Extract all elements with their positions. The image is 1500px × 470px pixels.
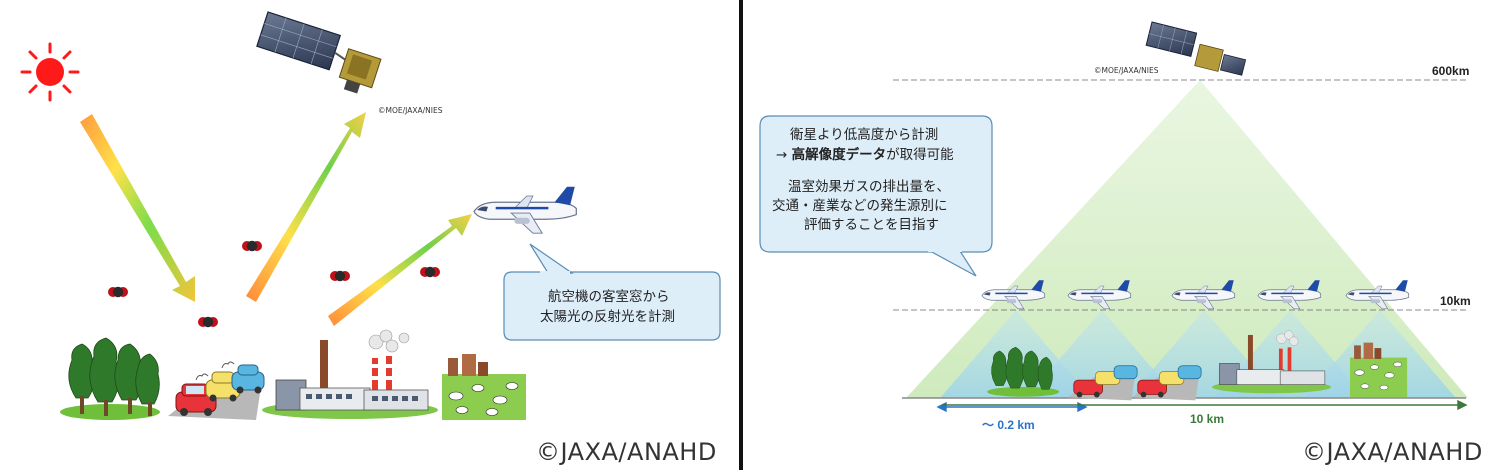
resolution-label: ～ 0.2 km bbox=[982, 418, 1035, 432]
forest-icon bbox=[987, 346, 1060, 397]
callout-right-line3: 温室効果ガスの排出量を、 bbox=[788, 179, 950, 195]
co2-molecule-icon bbox=[330, 270, 350, 282]
callout-right-line1: 衛星より低高度から計測 bbox=[790, 127, 939, 143]
farm-icon bbox=[1350, 342, 1408, 398]
reflected-arrow-aircraft-icon bbox=[328, 214, 472, 326]
factory-icon bbox=[262, 329, 438, 419]
traffic-icon bbox=[1068, 365, 1138, 401]
co2-molecule-icon bbox=[108, 286, 128, 298]
callout-right-rest: が取得可能 bbox=[886, 147, 954, 163]
callout-right-bold: 高解像度データ bbox=[791, 147, 887, 163]
forest-icon bbox=[60, 337, 160, 420]
copyright-left: ©JAXA/ANAHD bbox=[536, 438, 717, 466]
callout-right-line2: → 高解像度データが取得可能 bbox=[776, 146, 954, 165]
satellite-credit-right: ©MOE/JAXA/NIES bbox=[1094, 66, 1159, 75]
altitude-label-10: 10km bbox=[1440, 294, 1471, 308]
sun-icon bbox=[20, 42, 80, 102]
satellite-icon bbox=[256, 11, 382, 94]
callout-right-line4: 交通・産業などの発生源別に bbox=[772, 198, 948, 214]
satellite-credit-left: ©MOE/JAXA/NIES bbox=[378, 106, 443, 115]
co2-molecule-icon bbox=[242, 240, 262, 252]
altitude-label-600: 600km bbox=[1432, 64, 1470, 78]
satellite-icon bbox=[1145, 21, 1247, 76]
traffic-icon bbox=[1132, 365, 1202, 401]
reflected-arrow-satellite-icon bbox=[246, 112, 366, 302]
satellite-footprint bbox=[906, 80, 1468, 398]
co2-molecule-icon bbox=[198, 316, 218, 328]
resolution-arrow-icon bbox=[936, 401, 1088, 413]
copyright-right: ©JAXA/ANAHD bbox=[1302, 438, 1483, 466]
callout-right-line5: 評価することを目指す bbox=[804, 217, 939, 233]
co2-molecule-icon bbox=[420, 266, 440, 278]
swath-arrow-icon bbox=[942, 399, 1468, 411]
farm-icon bbox=[442, 354, 526, 420]
callout-right-arrow: → bbox=[776, 147, 792, 163]
swath-label: 10 km bbox=[1190, 412, 1225, 426]
callout-box-left bbox=[503, 243, 721, 341]
traffic-icon bbox=[168, 361, 265, 420]
sunlight-arrow-icon bbox=[80, 114, 195, 302]
aircraft-icon bbox=[473, 185, 578, 234]
callout-left-line1: 航空機の客室窓から bbox=[548, 289, 670, 305]
factory-icon bbox=[1212, 330, 1332, 394]
callout-box-right bbox=[759, 115, 993, 277]
callout-left-line2: 太陽光の反射光を計測 bbox=[540, 309, 675, 325]
